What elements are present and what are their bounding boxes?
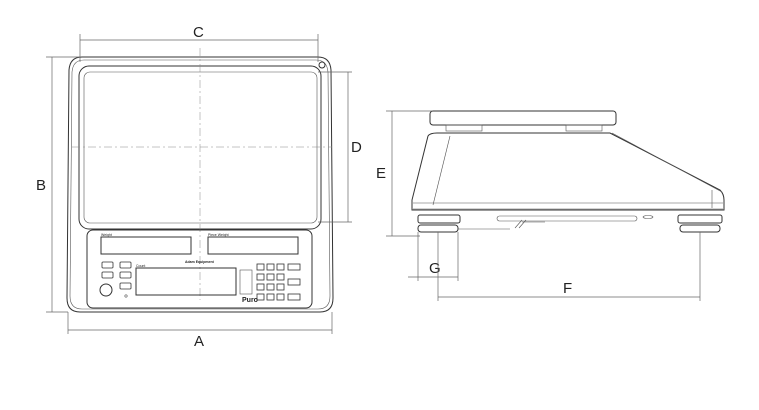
weight-label: Weight	[101, 233, 112, 237]
dimension-g-label: G	[429, 260, 441, 277]
dimension-f-label: F	[563, 280, 572, 297]
right-foot	[677, 214, 723, 224]
dimension-a-label: A	[194, 333, 204, 350]
key	[119, 282, 132, 290]
left-foot	[417, 214, 461, 224]
side-view	[411, 110, 725, 233]
brand-logo: Adam Equipment	[185, 260, 215, 264]
front-dimensions: C B D A	[36, 24, 362, 350]
dimension-b-label: B	[36, 177, 46, 194]
side-dimensions: E G F	[376, 110, 701, 301]
front-view: Weight Piece Weight Adam Equipment Count…	[66, 48, 334, 313]
power-knob	[99, 283, 113, 297]
dimension-d-label: D	[351, 139, 362, 156]
dimension-c-label: C	[193, 24, 204, 41]
key	[119, 271, 132, 279]
piece-weight-label: Piece Weight	[208, 233, 229, 237]
key	[101, 271, 114, 279]
key	[101, 261, 114, 269]
model-name: Puro	[242, 297, 258, 304]
key	[119, 261, 132, 269]
dimension-e-label: E	[376, 165, 386, 182]
count-label: Count	[136, 264, 145, 268]
keypad	[256, 263, 301, 301]
